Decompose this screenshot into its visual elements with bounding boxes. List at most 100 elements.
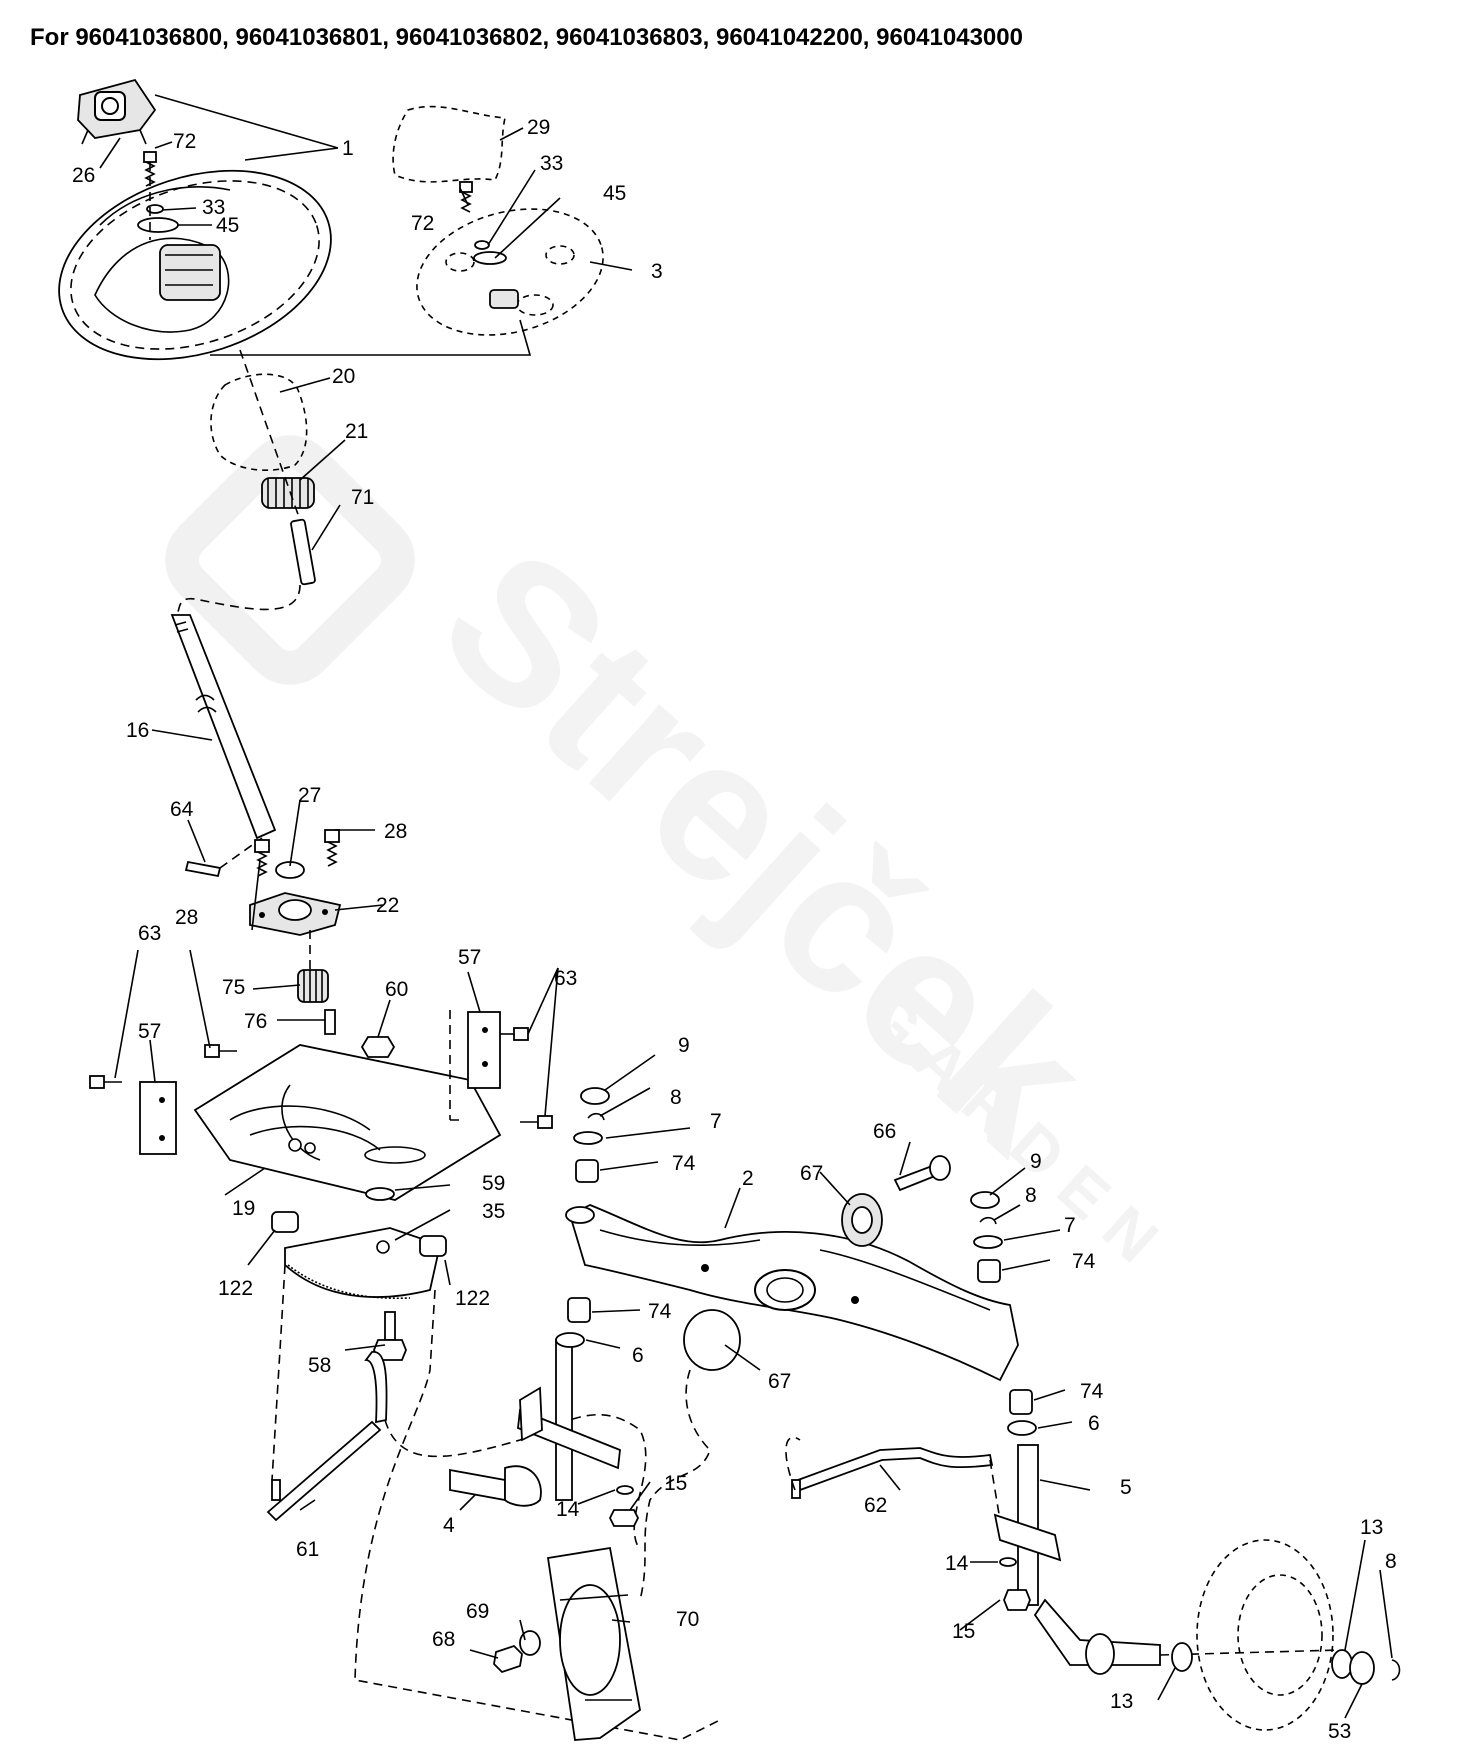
cap-9-right bbox=[970, 1191, 1000, 1209]
washer-53 bbox=[1349, 1651, 1375, 1685]
bracket-57-left bbox=[139, 1081, 177, 1155]
callout-61: 61 bbox=[296, 1538, 319, 1561]
callout-66: 66 bbox=[873, 1120, 896, 1143]
callout-8-c: 8 bbox=[1385, 1550, 1397, 1573]
nut-15-right bbox=[1003, 1589, 1031, 1611]
washer-6-right bbox=[1007, 1420, 1037, 1436]
bushing-21 bbox=[261, 477, 315, 509]
callout-122-a: 122 bbox=[218, 1277, 253, 1300]
pin-71 bbox=[290, 518, 316, 586]
callout-8-b: 8 bbox=[1025, 1184, 1037, 1207]
spacer-122-left bbox=[271, 1211, 299, 1233]
cap-9-left bbox=[580, 1087, 610, 1105]
gear-75 bbox=[297, 969, 329, 1003]
callout-14-a: 14 bbox=[556, 1498, 580, 1521]
callout-57-b: 57 bbox=[458, 946, 481, 969]
washer-33-upper bbox=[146, 204, 164, 214]
bracket-57-right bbox=[467, 1011, 501, 1089]
front-wheel bbox=[1159, 1539, 1341, 1731]
callout-8-a: 8 bbox=[670, 1086, 682, 1109]
screw-63-b bbox=[204, 1044, 237, 1058]
page-title: For 96041036800, 96041036801, 9604103680… bbox=[30, 24, 1023, 51]
bolt-72-alt bbox=[459, 181, 473, 213]
callout-9-b: 9 bbox=[1030, 1150, 1042, 1173]
callout-67-a: 67 bbox=[800, 1162, 823, 1185]
callout-64: 64 bbox=[170, 798, 194, 821]
bumper-67-lower bbox=[683, 1309, 741, 1371]
tie-rod-62 bbox=[791, 1447, 994, 1499]
bushing-74-lower-right bbox=[1009, 1389, 1033, 1415]
callout-68: 68 bbox=[432, 1628, 455, 1651]
clip-8-right bbox=[979, 1216, 997, 1225]
washer-6-left bbox=[555, 1332, 585, 1348]
nut-15-left bbox=[608, 1509, 640, 1527]
pivot-bolt-66 bbox=[893, 1155, 951, 1192]
callout-74-a: 74 bbox=[672, 1152, 696, 1175]
washer-45-upper bbox=[137, 217, 179, 233]
callout-72-b: 72 bbox=[411, 212, 434, 235]
callout-122-b: 122 bbox=[455, 1287, 490, 1310]
callout-15-a: 15 bbox=[664, 1472, 687, 1495]
callout-71: 71 bbox=[351, 486, 374, 509]
callout-1: 1 bbox=[342, 137, 354, 160]
sector-gear bbox=[284, 1227, 442, 1300]
callout-27: 27 bbox=[298, 784, 321, 807]
bumper-67-upper bbox=[841, 1193, 883, 1247]
bracket-70 bbox=[546, 1546, 641, 1741]
callout-33-a: 33 bbox=[202, 196, 225, 219]
steering-plate-19 bbox=[193, 1044, 502, 1201]
callout-76: 76 bbox=[244, 1010, 267, 1033]
callout-45-a: 45 bbox=[216, 214, 239, 237]
washer-59 bbox=[365, 1187, 395, 1201]
callout-5: 5 bbox=[1120, 1476, 1132, 1499]
leader-lines bbox=[99, 127, 1393, 1719]
screw-76 bbox=[324, 1009, 336, 1035]
callout-19: 19 bbox=[232, 1197, 255, 1220]
steering-shaft-16 bbox=[170, 614, 277, 840]
screw-63-c bbox=[500, 1027, 529, 1041]
screw-63-a bbox=[89, 1075, 122, 1089]
phantom-cover-29 bbox=[392, 105, 506, 183]
spindle-5 bbox=[993, 1444, 1161, 1675]
callout-4: 4 bbox=[443, 1514, 455, 1537]
bushing-74-right bbox=[977, 1259, 1001, 1283]
bushing-74-left bbox=[575, 1159, 599, 1183]
washer-33-alt bbox=[474, 240, 490, 250]
callout-6-b: 6 bbox=[1088, 1412, 1100, 1435]
callout-69: 69 bbox=[466, 1600, 489, 1623]
callout-2: 2 bbox=[742, 1167, 754, 1190]
callout-7-b: 7 bbox=[1064, 1214, 1076, 1237]
callout-57-a: 57 bbox=[138, 1020, 161, 1043]
callout-62: 62 bbox=[864, 1494, 887, 1517]
callout-60: 60 bbox=[385, 978, 408, 1001]
steering-wheel bbox=[58, 169, 332, 361]
front-axle-2 bbox=[565, 1204, 1019, 1382]
callout-67-b: 67 bbox=[768, 1370, 791, 1393]
callout-3: 3 bbox=[651, 260, 663, 283]
callouts: 1 26 72 33 45 29 33 72 45 3 20 21 71 16 … bbox=[72, 116, 1397, 1743]
callout-33-b: 33 bbox=[540, 152, 563, 175]
callout-16: 16 bbox=[126, 719, 149, 742]
clip-64 bbox=[184, 860, 222, 878]
washer-7-right bbox=[973, 1235, 1003, 1249]
callout-22: 22 bbox=[376, 894, 399, 917]
spindle-4 bbox=[449, 1339, 621, 1507]
callout-72-a: 72 bbox=[173, 130, 196, 153]
callout-53: 53 bbox=[1328, 1720, 1351, 1743]
spacer-122-right bbox=[419, 1235, 447, 1257]
callout-26: 26 bbox=[72, 164, 95, 187]
washer-13-inner bbox=[1171, 1642, 1193, 1672]
screw-63-d bbox=[520, 1115, 553, 1129]
callout-15-b: 15 bbox=[952, 1620, 975, 1643]
callout-29: 29 bbox=[527, 116, 550, 139]
nut-60 bbox=[360, 1036, 396, 1058]
clip-8-wheel bbox=[1391, 1659, 1401, 1681]
callout-74-d: 74 bbox=[1080, 1380, 1104, 1403]
callout-74-b: 74 bbox=[1072, 1250, 1096, 1273]
bolt-28-right bbox=[324, 829, 340, 867]
washer-13-outer bbox=[1331, 1649, 1353, 1679]
bolt-28-left bbox=[254, 839, 270, 877]
callout-35: 35 bbox=[482, 1200, 505, 1223]
callout-9-a: 9 bbox=[678, 1034, 690, 1057]
